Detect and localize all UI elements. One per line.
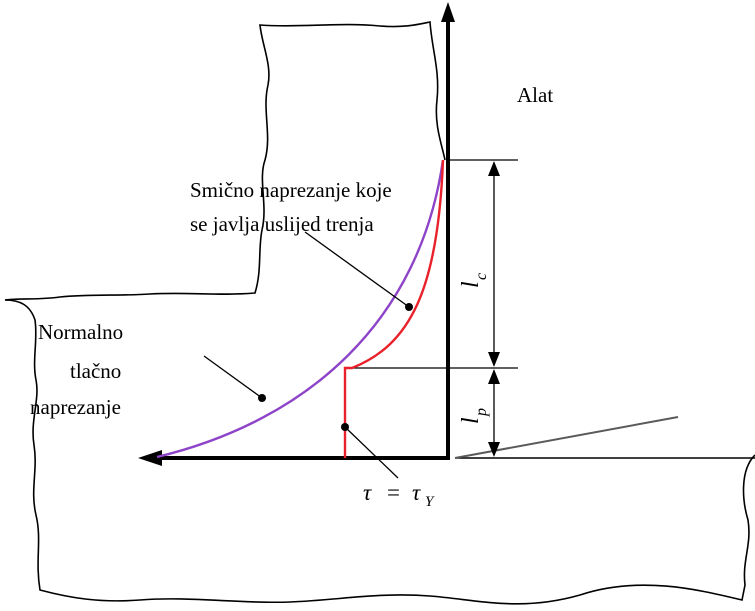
svg-text:=: = [387,480,400,505]
shear-stress-label-line1: Smično naprezanje koje [190,178,392,202]
lc-arrow-top [488,161,500,176]
horizontal-axis-arrowhead [138,450,162,466]
normal-stress-label-line2: tlačno [70,359,121,383]
svg-text:τ: τ [412,480,421,505]
chip-outline [4,21,446,301]
lp-label: l p [458,408,490,424]
tool-clearance-face [454,416,679,459]
shear-stress-curve [343,159,445,458]
shear-stress-label-line2: se javlja uslijed trenja [190,212,374,236]
shear-leader-dot [405,303,413,311]
svg-text:p: p [473,408,490,417]
tau-leader-line [344,426,399,479]
lp-arrow-bottom [488,442,500,457]
svg-text:Y: Y [425,494,435,510]
lp-arrow-top [488,369,500,384]
tau-leader-dot [341,423,349,431]
normal-stress-label-line3: naprezanje [30,395,121,419]
lc-label: l c [458,273,490,288]
tool-label: Alat [517,83,553,107]
workpiece-outline [4,299,755,605]
normal-stress-label-line1: Normalno [38,320,123,344]
normal-leader-dot [258,394,266,402]
lc-arrow-bottom [488,352,500,367]
svg-text:c: c [473,273,490,280]
svg-text:l: l [458,417,484,424]
svg-text:l: l [458,281,484,288]
svg-text:τ: τ [363,480,372,505]
normal-leader-line [203,355,263,399]
shear-leader-line [304,231,410,308]
tool-axis-arrowhead [441,2,455,22]
normal-stress-curve [156,159,445,459]
tau-yield-label: τ = τ Y [363,480,435,510]
